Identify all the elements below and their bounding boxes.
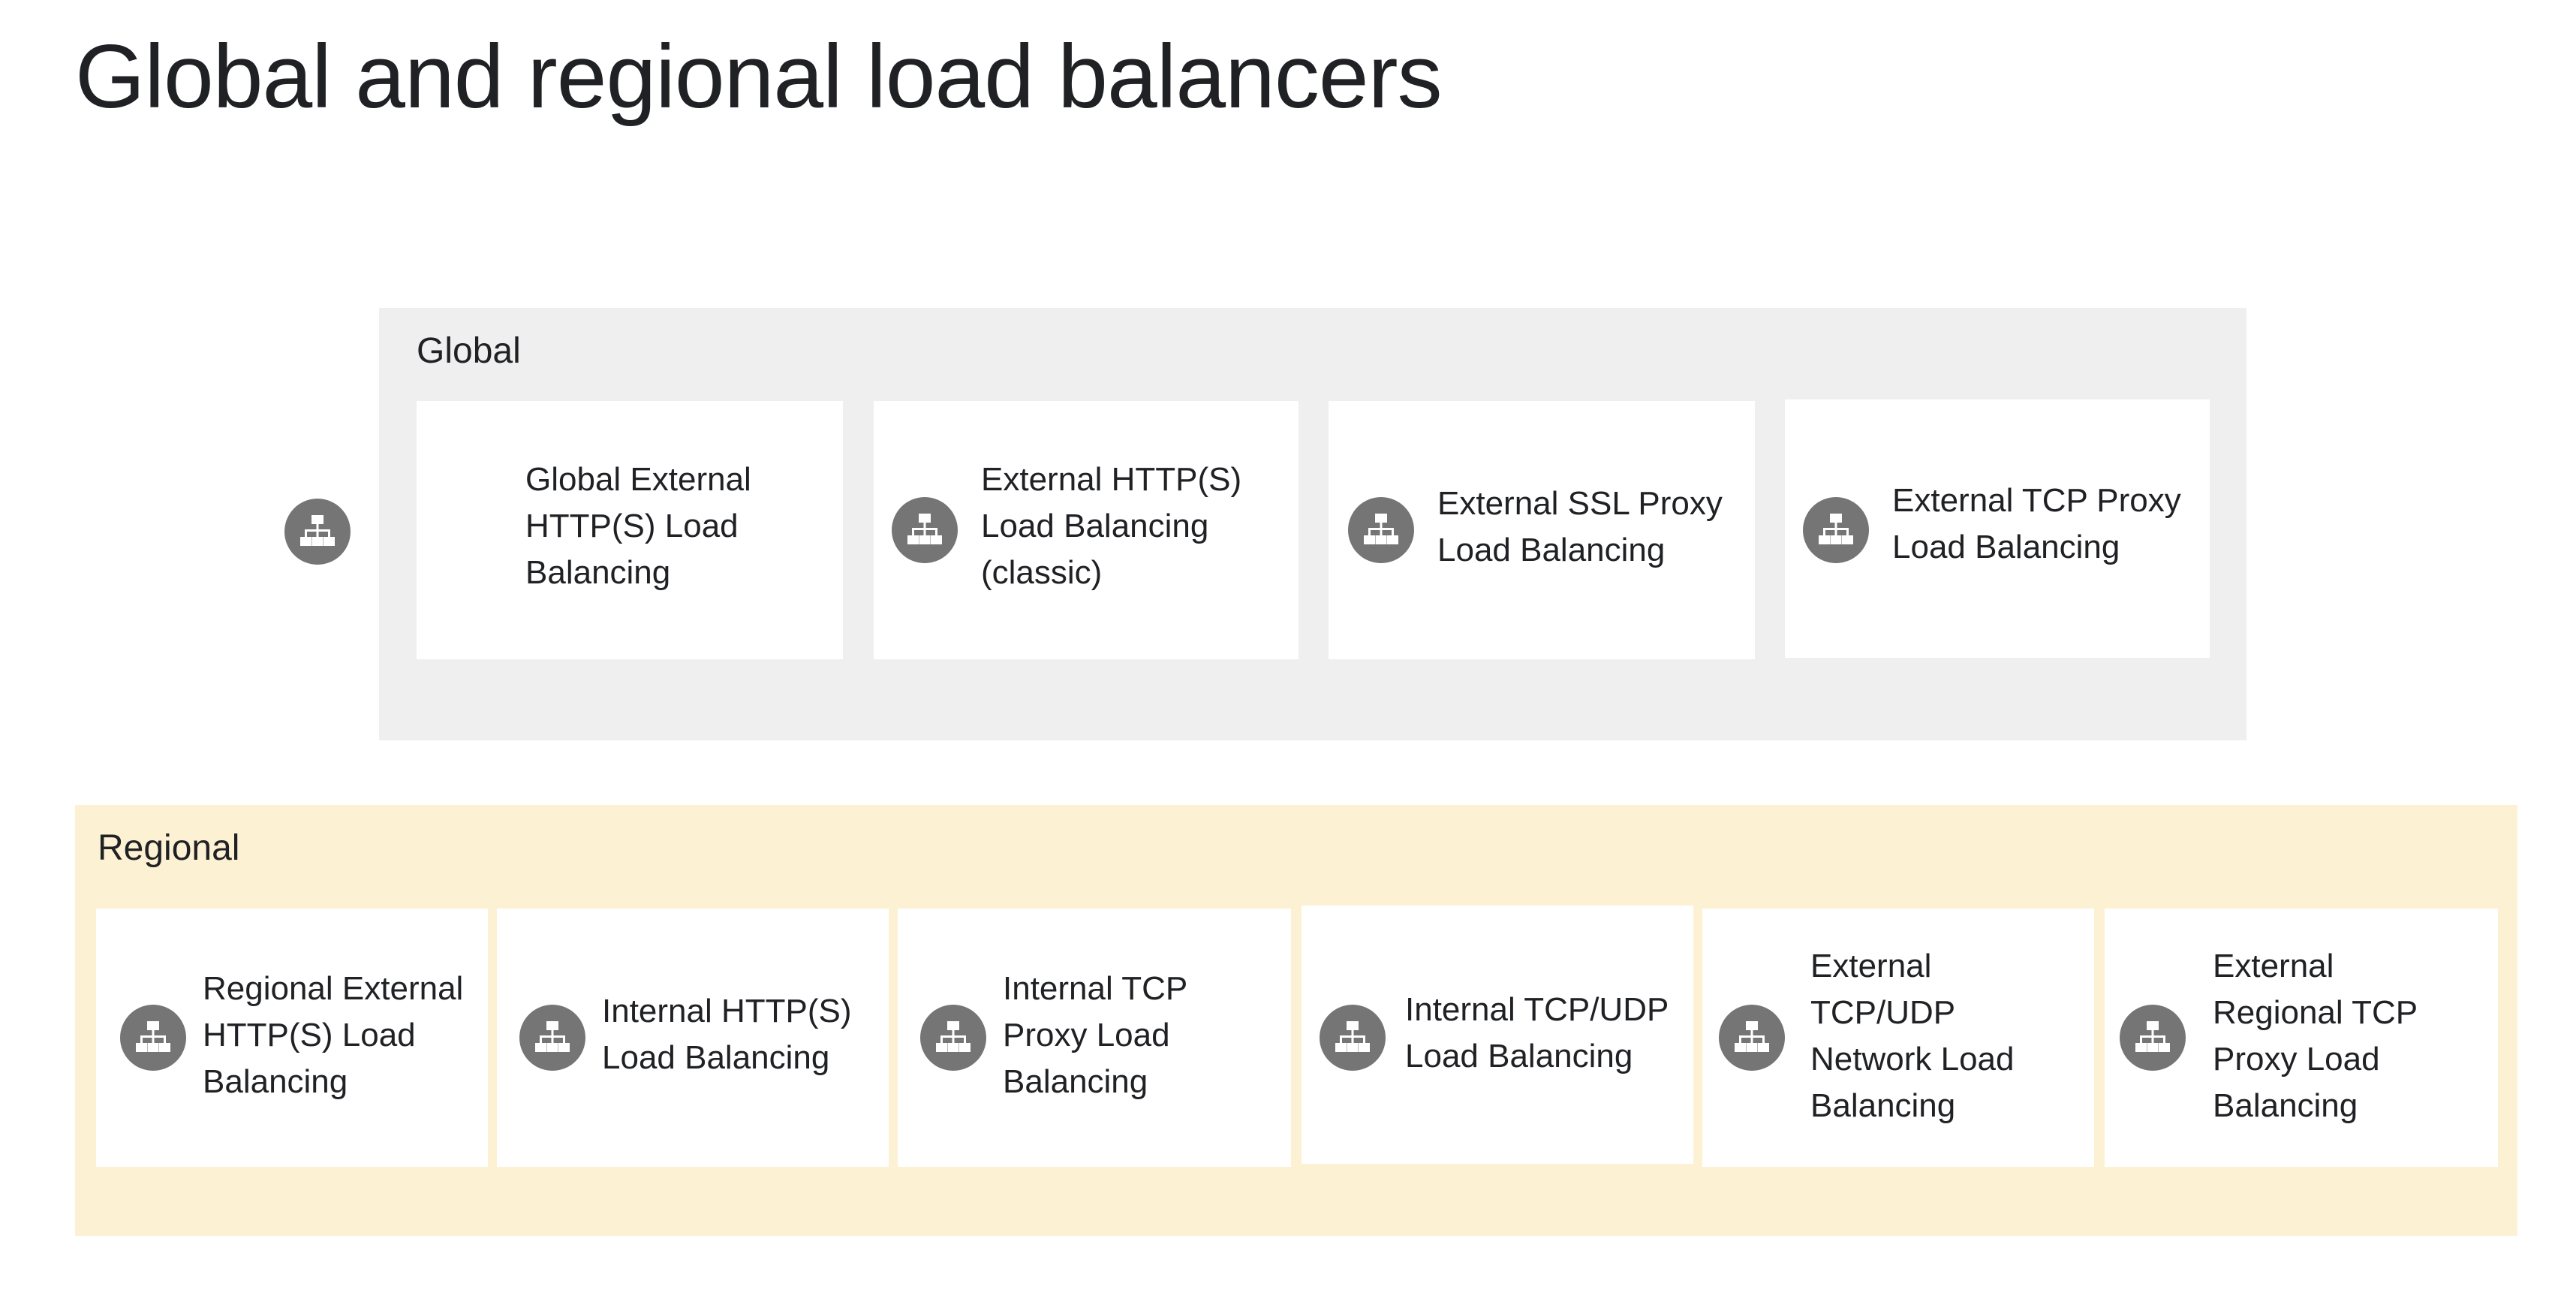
- load-balancing-icon: [1320, 1005, 1386, 1071]
- regional-panel-label: Regional: [98, 828, 240, 868]
- card-external-ssl-proxy: External SSL Proxy Load Balancing: [1329, 401, 1755, 659]
- card-internal-tcp-proxy: Internal TCP Proxy Load Balancing: [898, 909, 1291, 1167]
- card-global-external-https: Global External HTTP(S) Load Balancing: [417, 401, 843, 659]
- card-label: External TCP/UDP Network Load Balancing: [1810, 948, 2015, 1124]
- card-label: External SSL Proxy Load Balancing: [1437, 485, 1723, 568]
- card-label: External TCP Proxy Load Balancing: [1892, 482, 2181, 565]
- card-external-https-classic: External HTTP(S) Load Balancing (classic…: [874, 401, 1299, 659]
- load-balancing-icon: [120, 1005, 186, 1071]
- card-label: External HTTP(S) Load Balancing (classic…: [981, 461, 1242, 591]
- card-label: Global External HTTP(S) Load Balancing: [525, 461, 751, 591]
- load-balancing-icon: [892, 497, 958, 563]
- card-regional-external-https: Regional External HTTP(S) Load Balancing: [96, 909, 488, 1167]
- card-internal-https: Internal HTTP(S) Load Balancing: [497, 909, 889, 1167]
- load-balancing-icon: [1719, 1005, 1785, 1071]
- page-title: Global and regional load balancers: [75, 26, 1443, 127]
- card-internal-tcp-udp: Internal TCP/UDP Load Balancing: [1302, 906, 1693, 1164]
- card-label: Internal TCP/UDP Load Balancing: [1405, 991, 1669, 1074]
- load-balancing-icon: [1803, 497, 1869, 563]
- global-panel-label: Global: [417, 331, 521, 371]
- load-balancing-icon: [519, 1005, 585, 1071]
- load-balancing-icon: [1348, 497, 1414, 563]
- regional-panel: Regional Regional External HTTP(S) Load …: [75, 805, 2517, 1236]
- card-label: Internal HTTP(S) Load Balancing: [602, 993, 852, 1076]
- load-balancing-icon: [920, 1005, 986, 1071]
- card-external-regional-tcp-proxy: External Regional TCP Proxy Load Balanci…: [2105, 909, 2498, 1167]
- card-external-tcp-proxy: External TCP Proxy Load Balancing: [1785, 399, 2210, 658]
- global-panel: Global Global External HTTP(S) Load Bala…: [379, 308, 2246, 740]
- load-balancing-icon: [284, 499, 351, 565]
- card-label: Internal TCP Proxy Load Balancing: [1003, 970, 1187, 1100]
- card-label: Regional External HTTP(S) Load Balancing: [203, 970, 464, 1100]
- load-balancing-icon: [2120, 1005, 2186, 1071]
- card-label: External Regional TCP Proxy Load Balanci…: [2213, 948, 2418, 1124]
- card-external-tcp-udp-network: External TCP/UDP Network Load Balancing: [1702, 909, 2094, 1167]
